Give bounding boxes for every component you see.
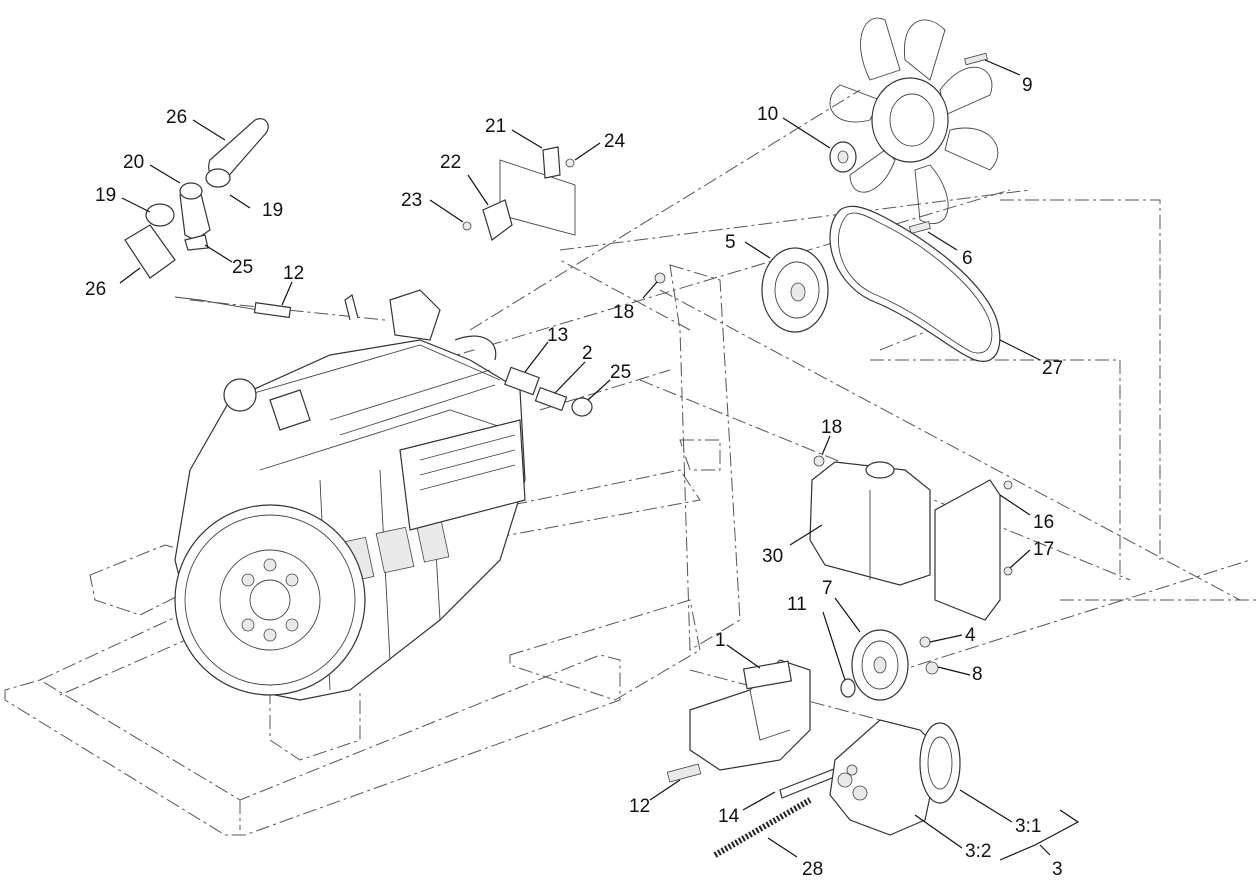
callout-10: 14 <box>718 806 740 827</box>
callout-25-top: 25 <box>232 257 253 278</box>
callout-17: 17 <box>1033 539 1054 560</box>
engine <box>174 289 526 701</box>
callout-20: 20 <box>123 152 144 173</box>
callout-26-bottom: 26 <box>85 279 106 300</box>
mount-plate <box>654 272 825 467</box>
fan <box>829 17 999 224</box>
callout-23: 23 <box>401 190 422 211</box>
frame <box>4 264 741 836</box>
callout-14: 12 <box>283 263 304 284</box>
callout-6: 6 <box>962 248 973 269</box>
callout-13: 9 <box>1022 75 1033 96</box>
callout-21: 21 <box>485 116 506 137</box>
callout-5: 5 <box>725 232 736 253</box>
callout-18-mid: 18 <box>821 417 842 438</box>
crank-pulley <box>761 221 931 333</box>
callout-26-top: 26 <box>166 107 187 128</box>
callout-9: 11 <box>787 594 807 615</box>
callout-19-right: 19 <box>262 200 283 221</box>
idler-assembly <box>840 629 939 701</box>
leader-lines <box>119 59 1080 861</box>
callout-11: 8 <box>972 664 983 685</box>
callout-24: 24 <box>604 131 626 152</box>
drive-belt <box>829 205 1001 362</box>
callout-25-right: 25 <box>610 362 631 383</box>
callout-15: 13 <box>547 325 568 346</box>
callout-1: 1 <box>715 630 726 651</box>
callout-12: 10 <box>757 104 778 125</box>
callout-2: 2 <box>582 343 593 364</box>
callout-8: 12 <box>629 796 650 817</box>
sensor-fittings <box>174 296 593 417</box>
callout-18-top: 18 <box>613 302 634 323</box>
callout-4: 4 <box>965 625 976 646</box>
coolant-tank <box>809 461 1013 621</box>
callout-16: 16 <box>1033 512 1054 533</box>
callout-3-1: 3:1 <box>1015 816 1041 837</box>
ac-compressor <box>829 719 961 836</box>
callout-labels: 26 20 19 19 25 26 12 21 22 23 24 13 2 25… <box>85 75 1063 880</box>
callout-3-2: 3:2 <box>965 841 991 862</box>
callout-19-left: 19 <box>95 185 116 206</box>
assembly-lines <box>189 89 1258 721</box>
callout-3: 3 <box>1052 859 1063 880</box>
callout-28: 28 <box>802 859 823 880</box>
callout-27: 27 <box>1042 358 1063 379</box>
callout-22: 22 <box>440 152 461 173</box>
callout-30: 30 <box>762 546 783 567</box>
callout-7: 7 <box>822 578 833 599</box>
hoses <box>124 118 269 279</box>
relay-bracket <box>462 146 576 241</box>
